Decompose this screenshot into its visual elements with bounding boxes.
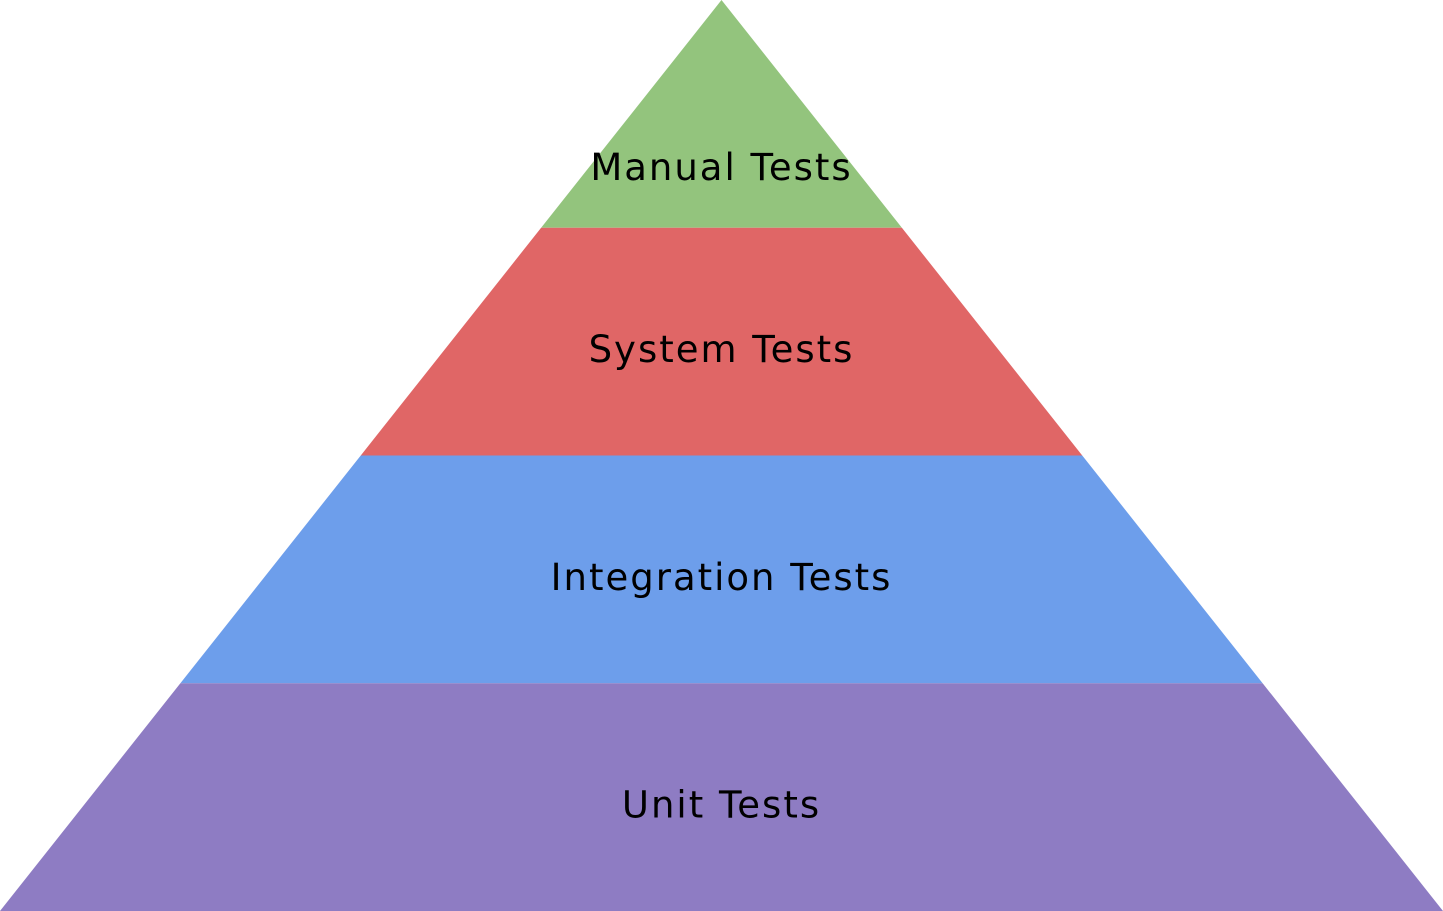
pyramid-layer-integration-tests <box>180 455 1263 684</box>
pyramid-layer-system-tests <box>360 227 1083 456</box>
label-integration-tests: Integration Tests <box>551 556 893 599</box>
label-manual-tests: Manual Tests <box>590 146 852 189</box>
label-unit-tests: Unit Tests <box>622 784 821 827</box>
pyramid-layer-unit-tests <box>0 683 1443 911</box>
pyramid-layer-manual-tests <box>541 0 902 228</box>
label-system-tests: System Tests <box>589 328 855 371</box>
